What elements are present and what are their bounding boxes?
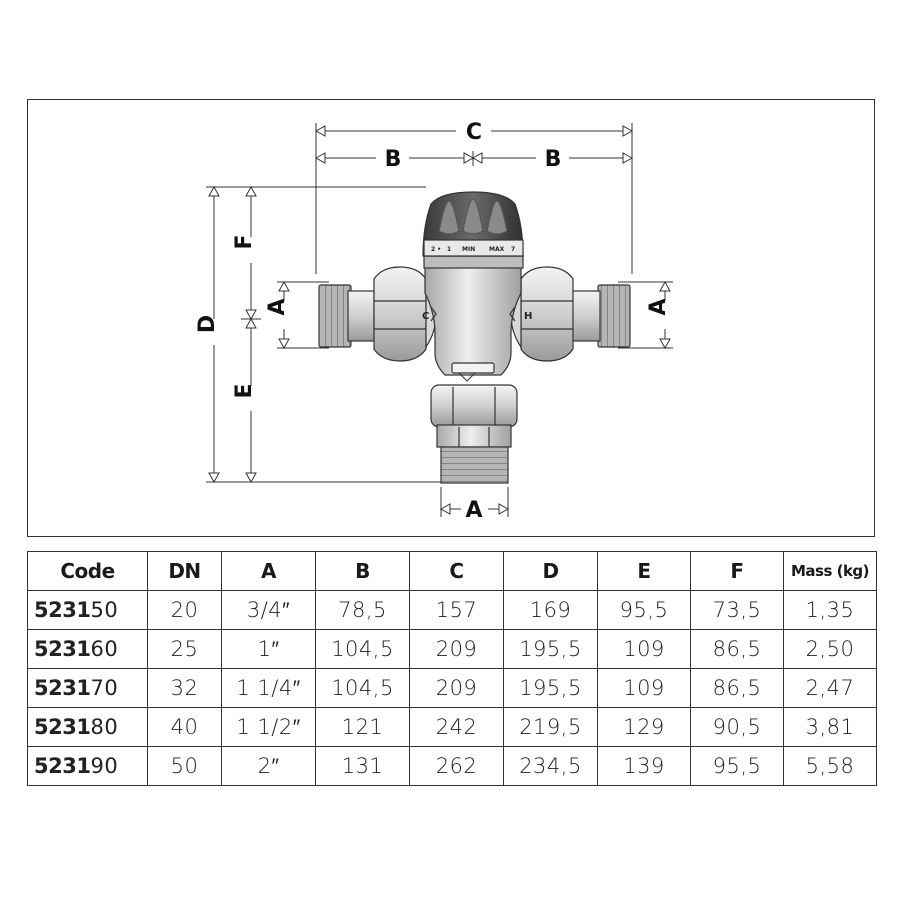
b-cell: 104,5 [315,668,410,708]
knob-scale-max: MAX [489,246,505,253]
code-cell: 523150 [27,590,148,630]
mass-cell: 3,81 [783,707,877,747]
dim-label-b-right: B [545,147,562,172]
e-cell: 95,5 [597,590,691,630]
code-prefix: 5231 [34,754,91,778]
code-prefix: 5231 [34,715,91,739]
port-label-hot: H [524,311,532,322]
dim-label-b-left: B [385,147,402,172]
knob-scale-2: 2 • [431,246,441,253]
dn-cell: 40 [147,707,222,747]
a-cell: 1 1/4″ [221,668,316,708]
dimensions-table: Code DN A B C D E F Mass (kg) 523150 20 … [27,551,877,786]
b-cell: 121 [315,707,410,747]
e-cell: 129 [597,707,691,747]
code-cell: 523170 [27,668,148,708]
table-row: 523190 50 2″ 131 262 234,5 139 95,5 5,58 [27,746,877,786]
dn-cell: 25 [147,629,222,669]
header-b: B [315,551,410,591]
dn-cell: 32 [147,668,222,708]
e-cell: 109 [597,629,691,669]
a-cell: 1 1/2″ [221,707,316,747]
dim-label-e: E [232,383,257,398]
header-mass: Mass (kg) [783,551,877,591]
f-cell: 90,5 [690,707,784,747]
mixing-valve-illustration [318,191,631,484]
code-suffix: 60 [90,637,119,661]
d-cell: 169 [503,590,598,630]
c-cell: 262 [409,746,504,786]
header-f: F [690,551,784,591]
header-dn: DN [147,551,222,591]
knob-scale-min: MIN [462,246,475,253]
code-suffix: 90 [90,754,119,778]
f-cell: 86,5 [690,668,784,708]
port-label-cold: C [422,311,429,322]
mass-cell: 5,58 [783,746,877,786]
dim-label-a-left: A [265,298,290,315]
c-cell: 209 [409,668,504,708]
code-cell: 523190 [27,746,148,786]
e-cell: 139 [597,746,691,786]
code-suffix: 70 [90,676,119,700]
header-code: Code [27,551,148,591]
a-cell: 1″ [221,629,316,669]
d-cell: 195,5 [503,668,598,708]
b-cell: 131 [315,746,410,786]
a-cell: 2″ [221,746,316,786]
knob-scale-7: 7 [511,246,515,253]
dim-label-a-right: A [646,298,671,315]
table-header-row: Code DN A B C D E F Mass (kg) [27,551,877,591]
b-cell: 78,5 [315,590,410,630]
d-cell: 195,5 [503,629,598,669]
header-c: C [409,551,504,591]
f-cell: 86,5 [690,629,784,669]
code-suffix: 80 [90,715,119,739]
code-cell: 523180 [27,707,148,747]
dim-label-f: F [232,234,257,249]
dim-label-d: D [195,315,220,333]
dn-cell: 20 [147,590,222,630]
code-cell: 523160 [27,629,148,669]
header-e: E [597,551,691,591]
c-cell: 209 [409,629,504,669]
mass-cell: 1,35 [783,590,877,630]
valve-diagram: C B B D F E A A A [195,120,673,523]
code-suffix: 50 [90,598,119,622]
f-cell: 73,5 [690,590,784,630]
table-row: 523150 20 3/4″ 78,5 157 169 95,5 73,5 1,… [27,590,877,630]
dn-cell: 50 [147,746,222,786]
table-row: 523170 32 1 1/4″ 104,5 209 195,5 109 86,… [27,668,877,708]
dim-label-a-bottom: A [465,498,482,523]
d-cell: 234,5 [503,746,598,786]
header-d: D [503,551,598,591]
f-cell: 95,5 [690,746,784,786]
code-prefix: 5231 [34,637,91,661]
mass-cell: 2,47 [783,668,877,708]
code-prefix: 5231 [34,676,91,700]
d-cell: 219,5 [503,707,598,747]
technical-drawing: C B B D F E A A A [27,99,875,537]
mass-cell: 2,50 [783,629,877,669]
dim-label-c: C [466,120,482,145]
a-cell: 3/4″ [221,590,316,630]
b-cell: 104,5 [315,629,410,669]
header-a: A [221,551,316,591]
c-cell: 157 [409,590,504,630]
knob-scale-1: 1 [447,246,451,253]
table-row: 523160 25 1″ 104,5 209 195,5 109 86,5 2,… [27,629,877,669]
c-cell: 242 [409,707,504,747]
table-row: 523180 40 1 1/2″ 121 242 219,5 129 90,5 … [27,707,877,747]
dimension-lines [206,123,673,517]
e-cell: 109 [597,668,691,708]
code-prefix: 5231 [34,598,91,622]
